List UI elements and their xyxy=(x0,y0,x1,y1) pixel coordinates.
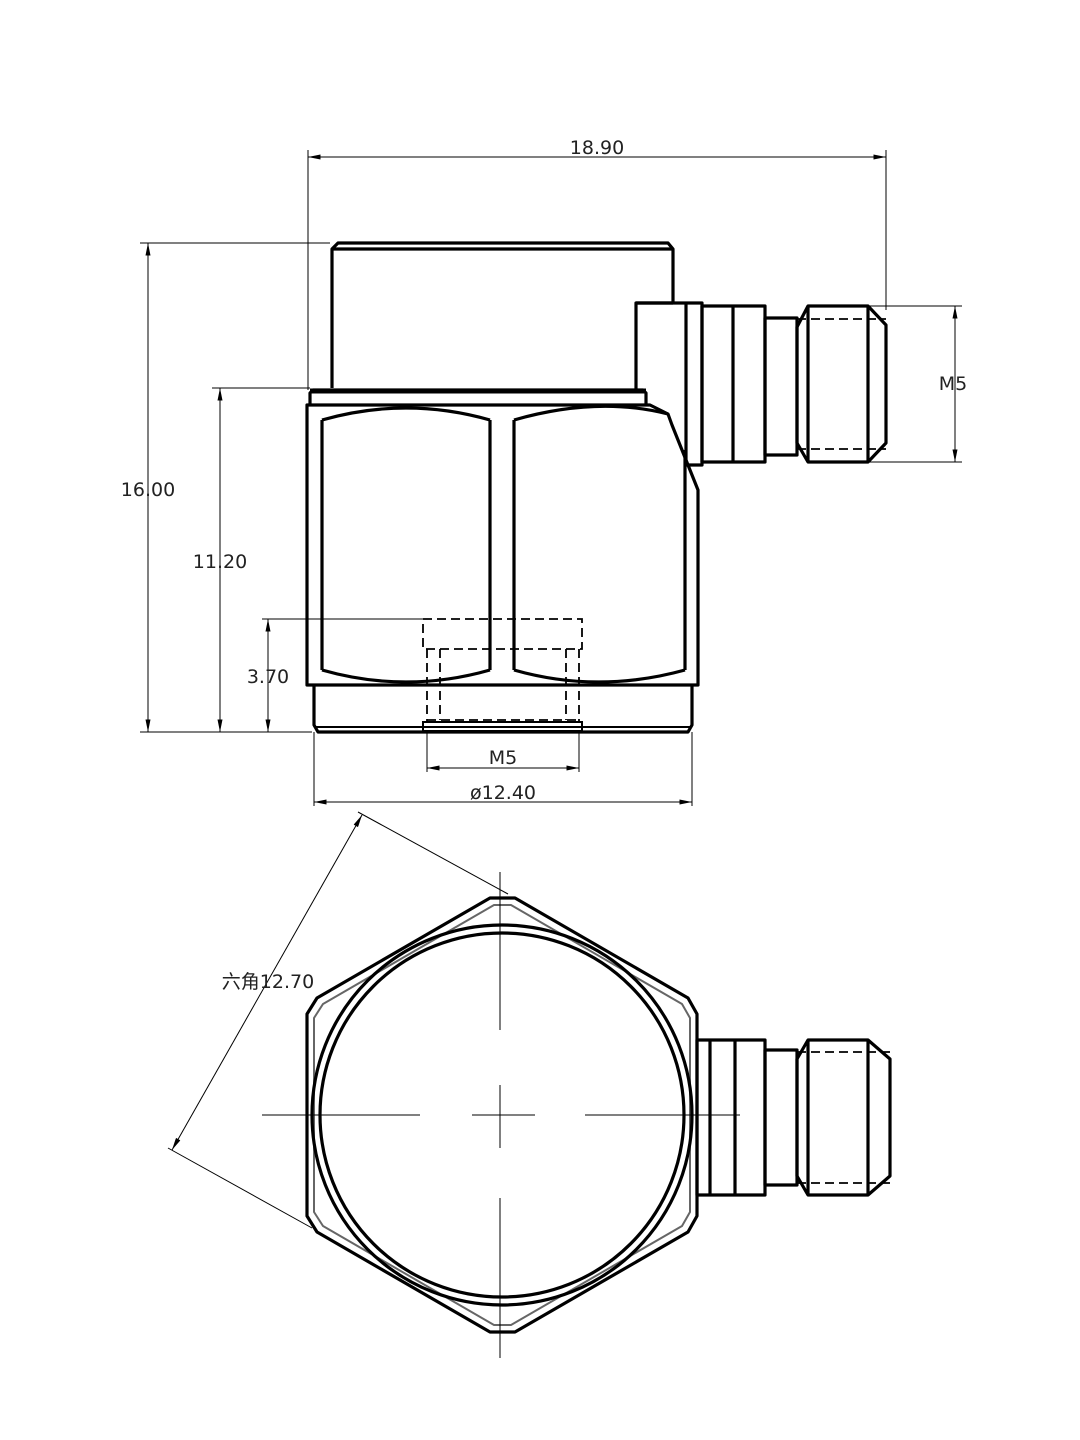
dim-label-height: 16.00 xyxy=(121,479,175,501)
sensor-cap xyxy=(330,241,675,388)
bottom-connector xyxy=(695,1038,892,1197)
dim-label-width: 18.90 xyxy=(570,137,624,159)
dim-label-thread-depth: 3.70 xyxy=(247,666,289,688)
dimension-connector-thread: M5 xyxy=(868,305,967,463)
side-connector xyxy=(634,301,888,467)
front-view: 18.90 M5 16.00 11.20 3.70 M5 xyxy=(121,137,967,806)
dim-label-mounting-thread: M5 xyxy=(489,747,517,769)
dimension-base-diameter: ø12.40 xyxy=(313,732,693,806)
hex-body xyxy=(305,403,700,687)
dimension-hex-size: 六角12.70 xyxy=(167,811,509,1229)
dimension-thread-depth: 3.70 xyxy=(247,618,423,732)
dim-label-hex-size: 六角12.70 xyxy=(222,971,314,993)
dim-label-connector-thread: M5 xyxy=(939,373,967,395)
base xyxy=(312,685,694,734)
dimension-overall-width: 18.90 xyxy=(307,137,887,390)
dim-label-base-diameter: ø12.40 xyxy=(470,782,536,804)
dimension-body-height: 11.20 xyxy=(193,387,310,732)
center-lines xyxy=(262,872,740,1358)
dimension-overall-height: 16.00 xyxy=(121,242,330,733)
hidden-mounting-hole xyxy=(422,618,583,732)
flange xyxy=(308,388,648,405)
bottom-view: 六角12.70 xyxy=(167,811,892,1358)
dimension-mounting-thread: M5 xyxy=(426,732,580,772)
dim-label-body-height: 11.20 xyxy=(193,551,247,573)
